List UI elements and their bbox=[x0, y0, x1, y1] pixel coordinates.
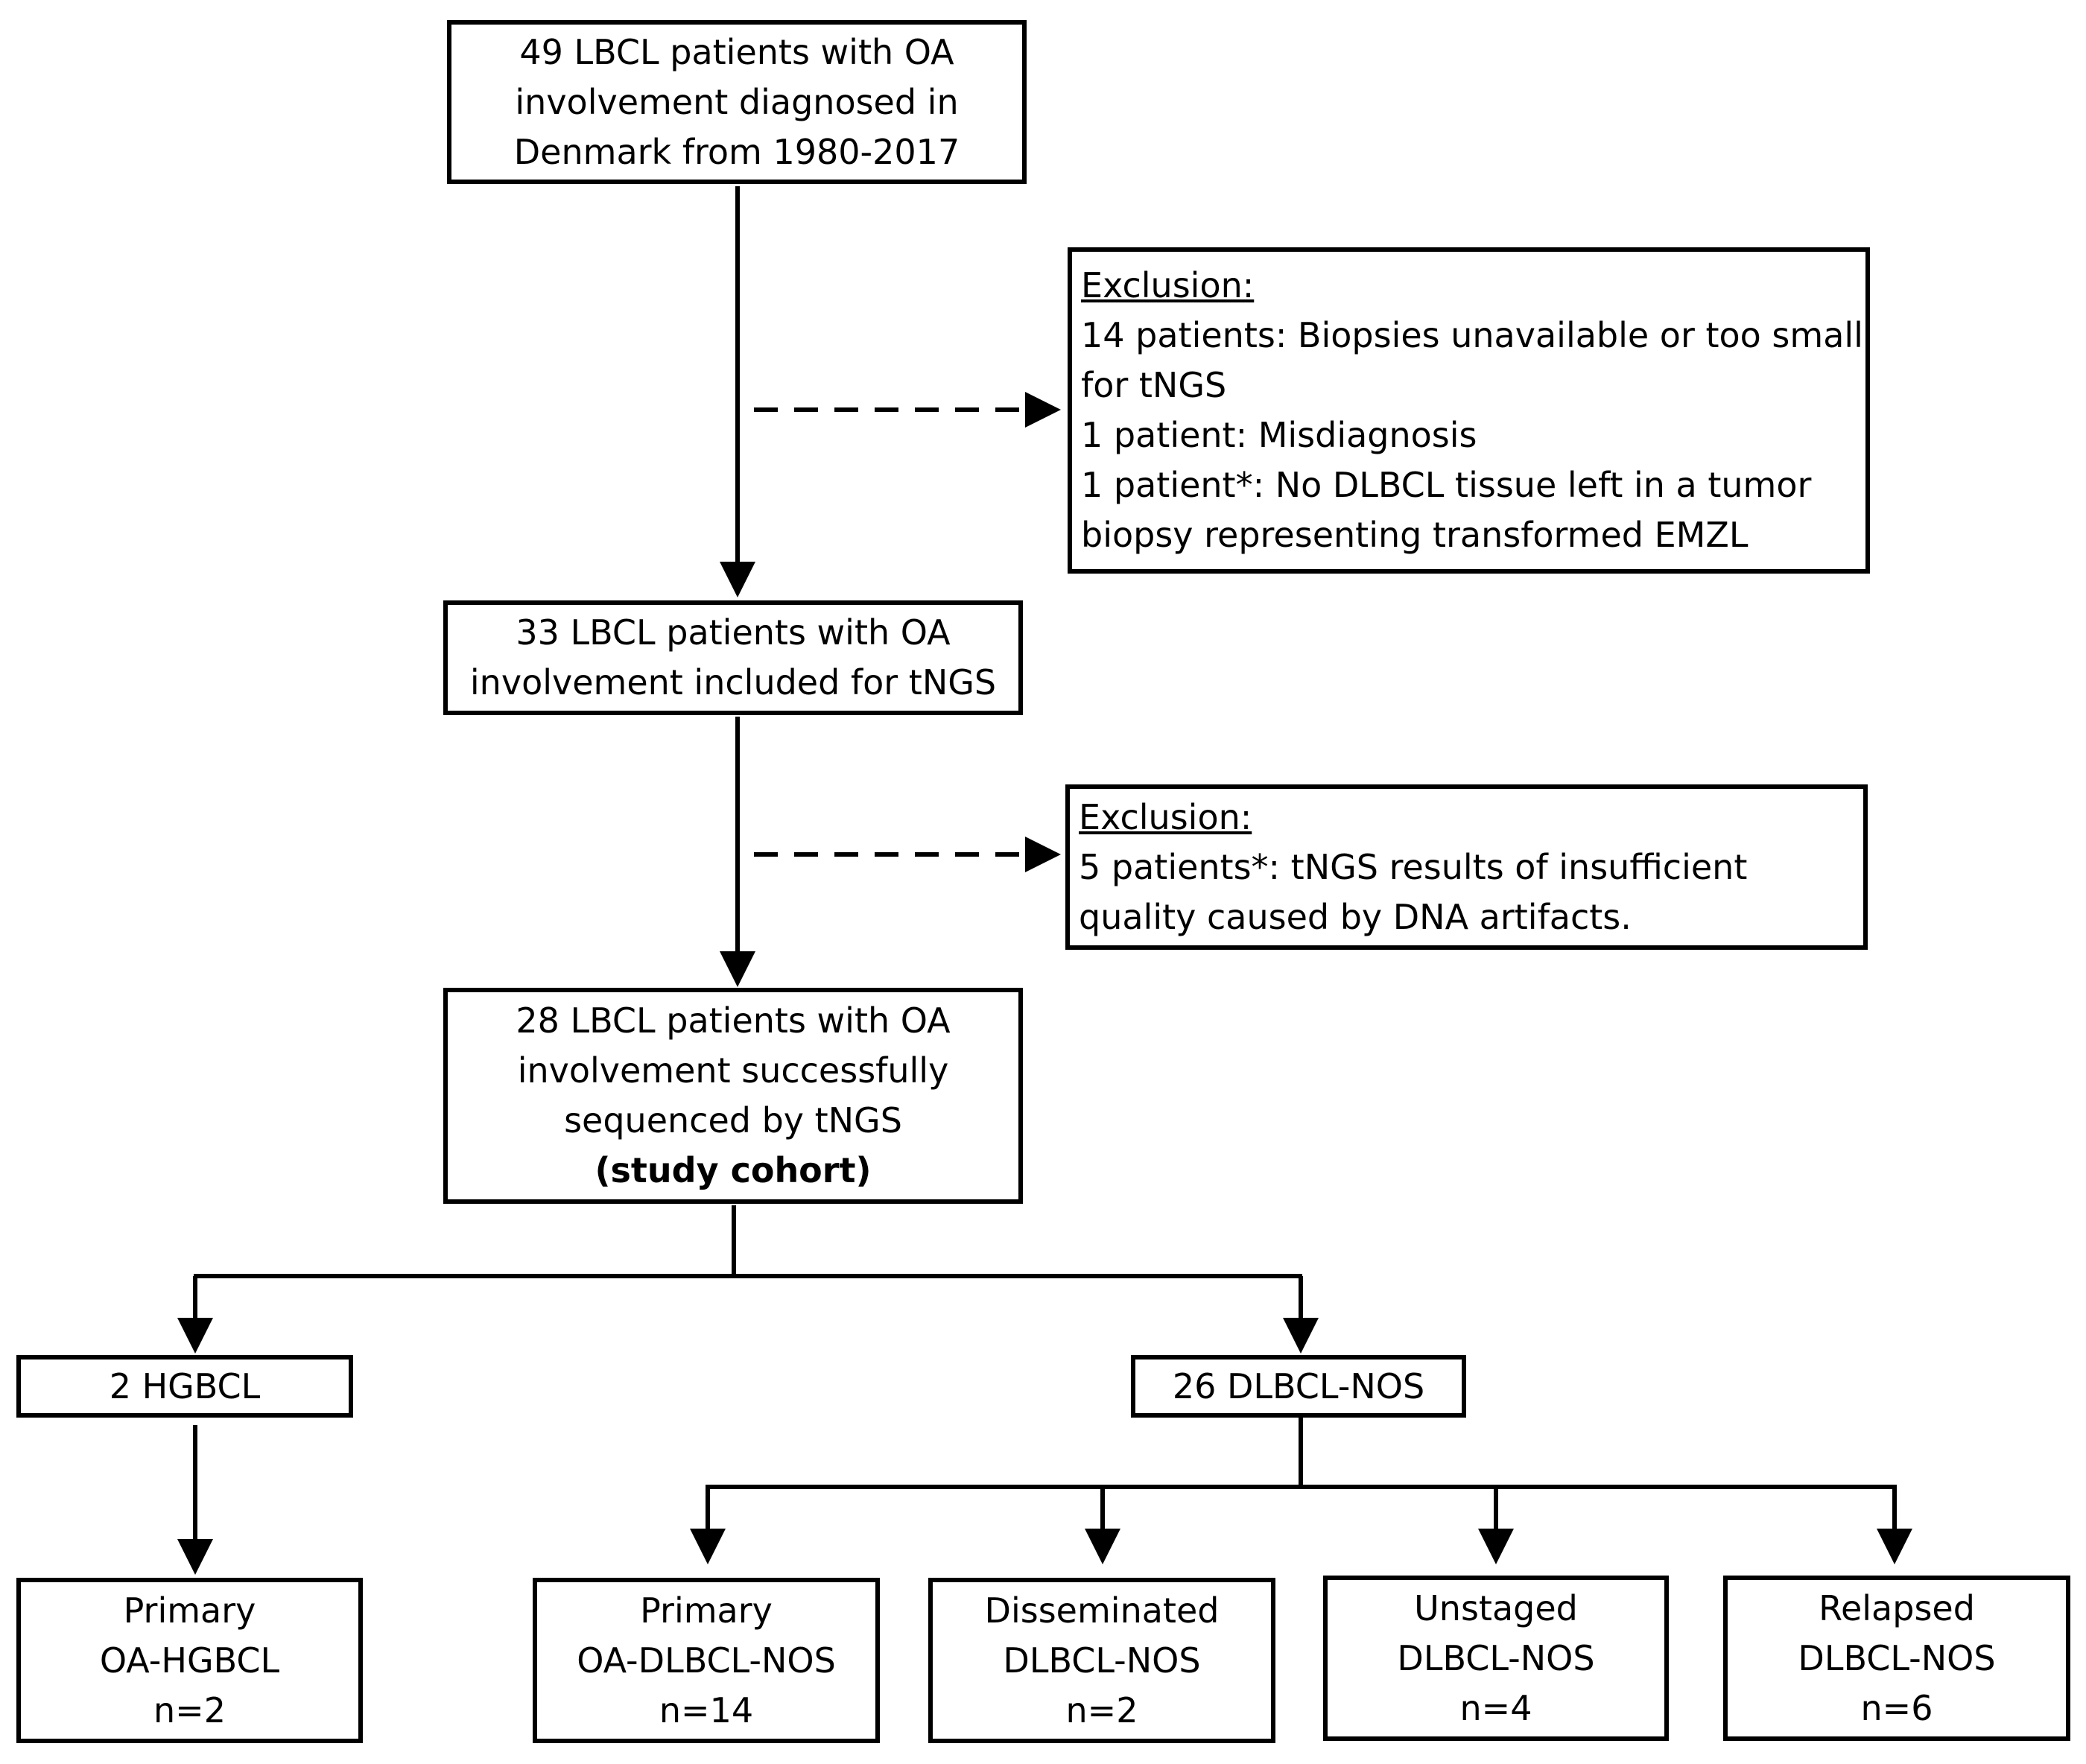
cohort-line-2: involvement successfully bbox=[517, 1050, 949, 1091]
primary-dlbcl-line-2: OA-DLBCL-NOS bbox=[577, 1640, 836, 1681]
cohort-bold-line: (study cohort) bbox=[595, 1150, 872, 1190]
primary-dlbcl-line-3: n=14 bbox=[659, 1690, 754, 1730]
primary-hgbcl-line-2: OA-HGBCL bbox=[99, 1640, 280, 1681]
unstaged-line-2: DLBCL-NOS bbox=[1397, 1637, 1595, 1678]
unstaged-box: Unstaged DLBCL-NOS n=4 bbox=[1323, 1576, 1669, 1741]
relapsed-line-3: n=6 bbox=[1860, 1687, 1933, 1728]
cohort-line-1: 28 LBCL patients with OA bbox=[516, 1000, 951, 1041]
unstaged-line-1: Unstaged bbox=[1414, 1587, 1578, 1628]
exclusion-2-line-1: 5 patients*: tNGS results of insufficien… bbox=[1079, 846, 1748, 887]
included-line-1: 33 LBCL patients with OA bbox=[516, 612, 951, 653]
exclusion-1-line-4: 1 patient*: No DLBCL tissue left in a tu… bbox=[1081, 465, 1812, 505]
start-box: 49 LBCL patients with OA involvement dia… bbox=[447, 20, 1027, 184]
exclusion-1-line-5: biopsy representing transformed EMZL bbox=[1081, 515, 1749, 555]
dlbcl-nos-label: 26 DLBCL-NOS bbox=[1172, 1365, 1425, 1406]
primary-hgbcl-line-1: Primary bbox=[123, 1590, 256, 1631]
exclusion-2-heading: Exclusion: bbox=[1079, 796, 1252, 837]
exclusion-1-heading: Exclusion: bbox=[1081, 265, 1255, 305]
study-cohort-box: 28 LBCL patients with OA involvement suc… bbox=[443, 988, 1023, 1204]
start-line-2: involvement diagnosed in bbox=[515, 81, 959, 122]
exclusion-1-line-1: 14 patients: Biopsies unavailable or too… bbox=[1081, 315, 1863, 355]
exclusion-1-line-3: 1 patient: Misdiagnosis bbox=[1081, 415, 1477, 455]
primary-hgbcl-box: Primary OA-HGBCL n=2 bbox=[16, 1578, 363, 1743]
included-line-2: involvement included for tNGS bbox=[469, 662, 997, 702]
primary-dlbcl-line-1: Primary bbox=[640, 1590, 773, 1631]
hgbcl-box: 2 HGBCL bbox=[16, 1355, 353, 1418]
disseminated-line-2: DLBCL-NOS bbox=[1003, 1640, 1201, 1681]
primary-dlbcl-box: Primary OA-DLBCL-NOS n=14 bbox=[533, 1578, 880, 1743]
exclusion-2-line-2: quality caused by DNA artifacts. bbox=[1079, 896, 1632, 937]
relapsed-line-1: Relapsed bbox=[1819, 1587, 1975, 1628]
exclusion-1-line-2: for tNGS bbox=[1081, 365, 1227, 405]
hgbcl-label: 2 HGBCL bbox=[109, 1365, 261, 1406]
relapsed-box: Relapsed DLBCL-NOS n=6 bbox=[1723, 1576, 2070, 1741]
dlbcl-nos-box: 26 DLBCL-NOS bbox=[1131, 1355, 1466, 1418]
unstaged-line-3: n=4 bbox=[1459, 1687, 1532, 1728]
included-box: 33 LBCL patients with OA involvement inc… bbox=[443, 600, 1023, 715]
primary-hgbcl-line-3: n=2 bbox=[153, 1690, 226, 1730]
relapsed-line-2: DLBCL-NOS bbox=[1798, 1637, 1996, 1678]
disseminated-line-1: Disseminated bbox=[984, 1590, 1220, 1631]
disseminated-box: Disseminated DLBCL-NOS n=2 bbox=[928, 1578, 1275, 1743]
exclusion-box-1: Exclusion: 14 patients: Biopsies unavail… bbox=[1068, 247, 1870, 574]
disseminated-line-3: n=2 bbox=[1065, 1690, 1138, 1730]
cohort-line-3: sequenced by tNGS bbox=[564, 1100, 902, 1140]
start-line-3: Denmark from 1980-2017 bbox=[513, 131, 960, 172]
exclusion-box-2: Exclusion: 5 patients*: tNGS results of … bbox=[1065, 784, 1868, 950]
start-line-1: 49 LBCL patients with OA bbox=[519, 31, 954, 72]
